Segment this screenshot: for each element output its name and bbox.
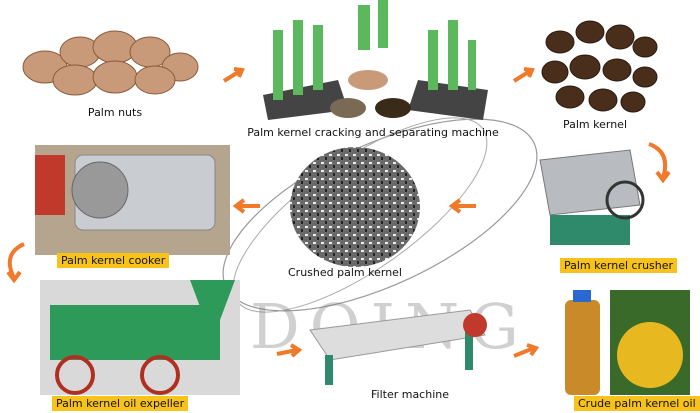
crusher-label: Palm kernel crusher [560, 258, 678, 273]
crushed-kernel-label: Crushed palm kernel [288, 266, 402, 279]
cooker-label: Palm kernel cooker [57, 253, 170, 268]
crude-oil-image [565, 290, 690, 395]
filter-machine-image [309, 309, 487, 385]
crude-oil-label: Crude palm kernel oil [574, 396, 700, 411]
palm-kernel-image [541, 20, 658, 113]
curved-arrow-icon [648, 142, 671, 184]
arrow-icon [448, 198, 476, 214]
cracking-machine-label: Palm kernel cracking and separating mach… [247, 126, 499, 139]
crushed-kernel-image [290, 147, 420, 267]
expeller-label: Palm kernel oil expeller [52, 396, 189, 411]
arrow-icon [222, 67, 245, 83]
expeller-image [40, 280, 240, 395]
arrow-icon [512, 67, 535, 83]
curved-arrow-icon [6, 242, 25, 284]
palm-nuts-image [22, 30, 199, 96]
palm-nuts-label: Palm nuts [87, 106, 143, 119]
cracking-machine-image [263, 0, 488, 120]
filter-machine-label: Filter machine [370, 388, 450, 401]
palm-kernel-label: Palm kernel [562, 118, 628, 131]
arrow-icon [232, 198, 260, 214]
cooker-image [35, 145, 230, 255]
arrow-icon [513, 343, 540, 358]
arrow-icon [276, 343, 303, 358]
crusher-image [539, 149, 645, 245]
